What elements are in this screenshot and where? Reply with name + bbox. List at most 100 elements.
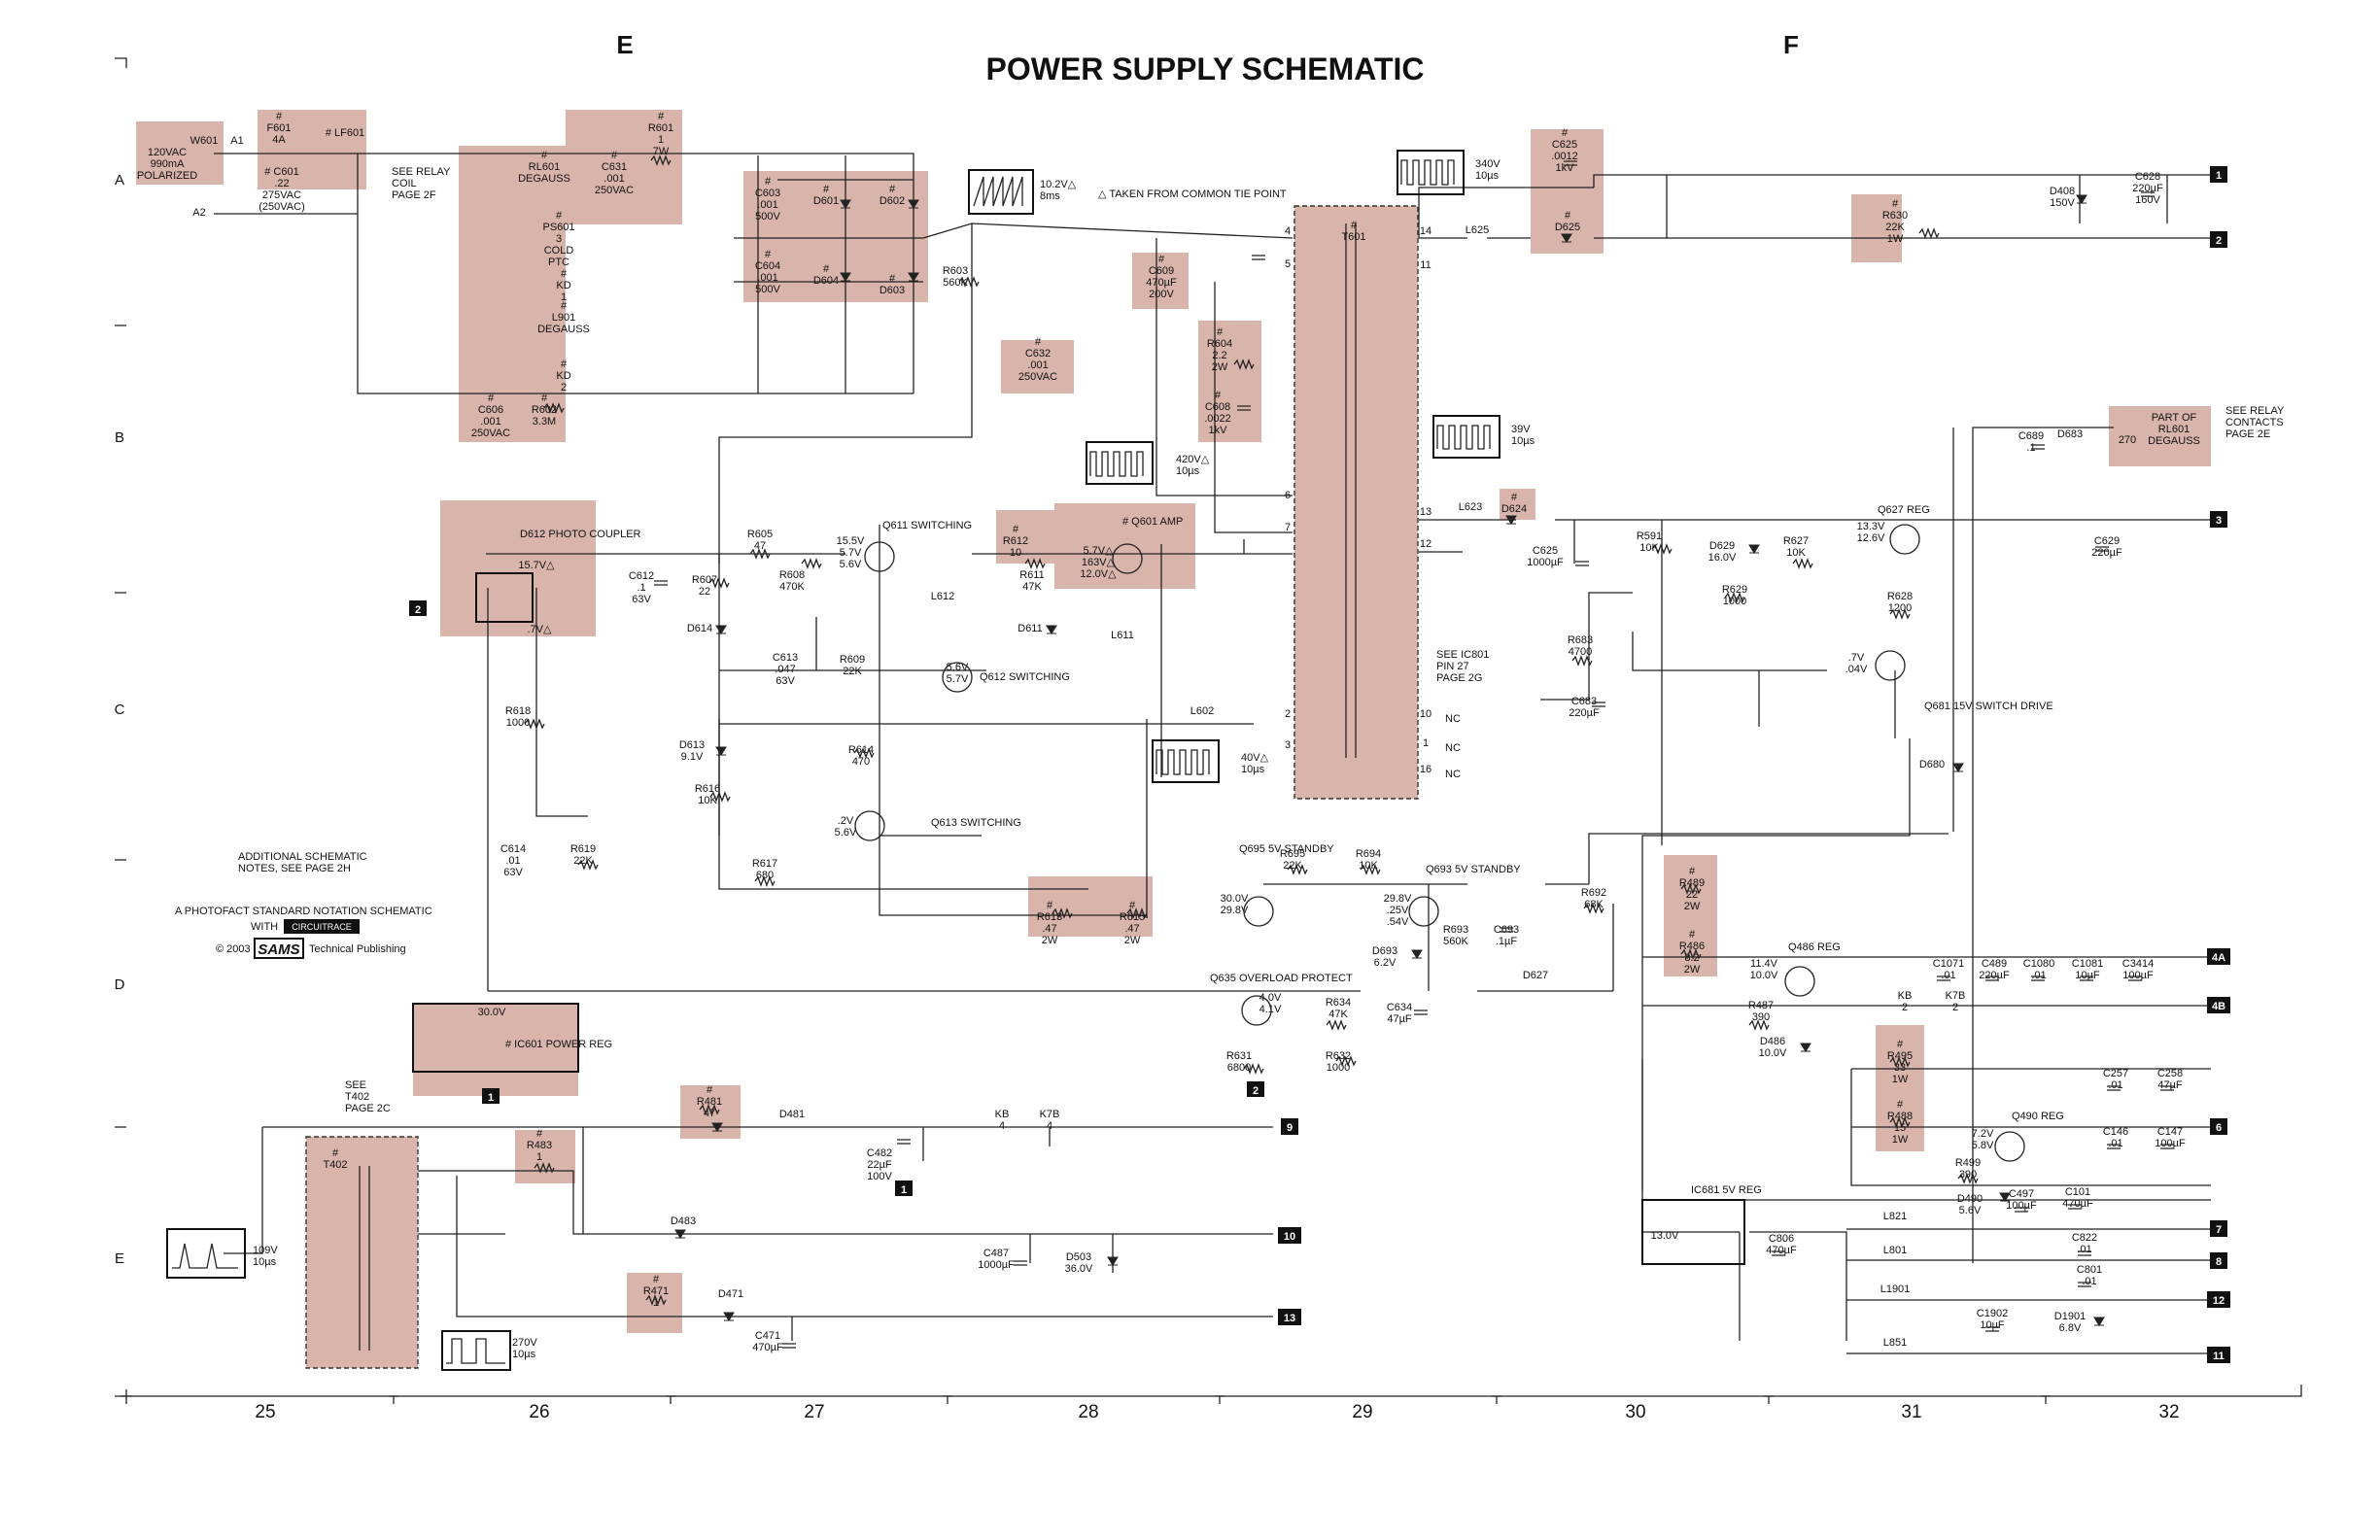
sams-logo-text: SAMS bbox=[258, 941, 299, 958]
component-c604-line: C604 bbox=[755, 260, 780, 272]
component-c609-line: 200V bbox=[1149, 289, 1174, 300]
component-r634-line: R634 bbox=[1326, 997, 1351, 1009]
component-d503-line: D503 bbox=[1066, 1251, 1091, 1263]
component-r607-line: R607 bbox=[692, 574, 717, 586]
transistor-symbol bbox=[1112, 543, 1143, 574]
resistor-symbol bbox=[1243, 1063, 1264, 1075]
capacitor-symbol bbox=[2160, 1144, 2174, 1149]
capacitor-symbol bbox=[1592, 702, 1605, 707]
transformer-pin-nc2: NC bbox=[1445, 742, 1461, 754]
component-kd2-line: 2 bbox=[561, 382, 567, 394]
component-c608-line: # bbox=[1215, 390, 1222, 401]
component-c631-line: # bbox=[611, 150, 618, 161]
capacitor-symbol bbox=[1985, 1326, 1999, 1332]
component-r603-line: R603 bbox=[943, 265, 968, 277]
component-q681: Q681 15V SWITCH DRIVE bbox=[1924, 701, 2053, 712]
component-c693-line: C693 bbox=[1494, 924, 1519, 936]
component-c604-line: 500V bbox=[755, 284, 780, 295]
component-r605-line: R605 bbox=[747, 529, 773, 540]
component-q486-line: Q486 REG bbox=[1788, 941, 1841, 953]
reference-tag-box bbox=[1247, 1081, 1264, 1097]
column-number: 31 bbox=[1901, 1402, 1921, 1422]
note-additional-line: NOTES, SEE PAGE 2H bbox=[238, 863, 351, 874]
resistor-symbol bbox=[1360, 864, 1381, 875]
component-c631-line: C631 bbox=[602, 161, 627, 173]
component-r628-line: R628 bbox=[1887, 591, 1913, 602]
component-c471-line: C471 bbox=[755, 1330, 780, 1342]
component-r486-line: # bbox=[1689, 929, 1696, 941]
component-r591-line: R591 bbox=[1637, 530, 1662, 542]
component-r629-line: R629 bbox=[1722, 584, 1747, 596]
capacitor-symbol bbox=[2107, 1144, 2121, 1149]
transformer-pin-p16: 16 bbox=[1420, 764, 1431, 775]
capacitor-symbol bbox=[1985, 975, 1999, 981]
component-r601-line: # bbox=[658, 111, 665, 122]
component-d613-line: D613 bbox=[679, 739, 705, 751]
component-r630-line: 22K bbox=[1885, 222, 1905, 233]
component-r471-line: R471 bbox=[643, 1285, 669, 1297]
component-r483-line: R483 bbox=[527, 1140, 552, 1151]
component-r489-line: R489 bbox=[1679, 877, 1705, 889]
diode-symbol bbox=[715, 625, 727, 634]
column-number: 26 bbox=[529, 1402, 549, 1422]
transistor-symbol bbox=[1875, 650, 1906, 681]
component-q693-line: Q693 5V STANDBY bbox=[1426, 864, 1521, 875]
component-k7b2-line: K7B bbox=[1040, 1109, 1060, 1120]
component-ps601-line: # bbox=[556, 210, 563, 222]
note-see-relay-coil-line: PAGE 2F bbox=[392, 189, 436, 201]
component-wave2-line: 340V bbox=[1475, 158, 1500, 170]
component-r489-line: 22 bbox=[1686, 889, 1698, 901]
capacitor-symbol bbox=[2095, 546, 2109, 552]
component-wave1: 10.2V△8ms bbox=[1040, 179, 1077, 202]
component-c482-line: 22µF bbox=[867, 1159, 892, 1171]
source-label-line: 5.0V bbox=[2235, 1289, 2258, 1301]
resistor-symbol bbox=[1024, 558, 1046, 569]
transformer-pin-p14: 14 bbox=[1420, 225, 1431, 237]
note-additional-line: ADDITIONAL SCHEMATIC bbox=[238, 851, 367, 863]
component-r613-line: R613 bbox=[1037, 911, 1062, 923]
transistor-symbol bbox=[1784, 966, 1815, 997]
component-q490: Q490 REG bbox=[2012, 1111, 2064, 1122]
component-q601: # Q601 AMP bbox=[1122, 516, 1183, 528]
component-wave1-line: 8ms bbox=[1040, 190, 1060, 202]
component-q613: Q613 SWITCHING bbox=[931, 817, 1021, 829]
source-label-line: SOURCE bbox=[2235, 1355, 2281, 1367]
component-q612v-line: 5.6V bbox=[947, 662, 969, 673]
component-r634-line: 47K bbox=[1328, 1009, 1348, 1020]
component-c482-line: 100V bbox=[867, 1171, 892, 1182]
component-c632-line: C632 bbox=[1025, 348, 1051, 359]
component-wave7-line: 270V bbox=[512, 1337, 537, 1349]
resistor-symbol bbox=[1583, 903, 1604, 914]
source-label-line: 5.0V bbox=[2232, 1218, 2255, 1230]
column-number: 27 bbox=[804, 1402, 824, 1422]
component-ic681-line: IC681 5V REG bbox=[1691, 1184, 1762, 1196]
component-c146-line: C146 bbox=[2103, 1126, 2128, 1138]
component-r611-line: R611 bbox=[1019, 569, 1044, 581]
component-l602-line: L602 bbox=[1190, 705, 1214, 717]
component-q490v-line: 5.8V bbox=[1972, 1140, 1994, 1151]
component-w601v-line: POLARIZED bbox=[137, 170, 197, 182]
resistor-symbol bbox=[1957, 1173, 1979, 1184]
source-number: 8 bbox=[2216, 1256, 2222, 1268]
reference-tag-number: 1 bbox=[488, 1092, 494, 1104]
component-r615-line: .47 bbox=[1124, 923, 1139, 935]
component-q601v-line: 5.7V△ bbox=[1083, 545, 1114, 557]
reference-tag-box bbox=[482, 1088, 500, 1104]
resistor-symbol bbox=[708, 577, 730, 589]
component-c1080: C1080.01 bbox=[2023, 958, 2054, 981]
